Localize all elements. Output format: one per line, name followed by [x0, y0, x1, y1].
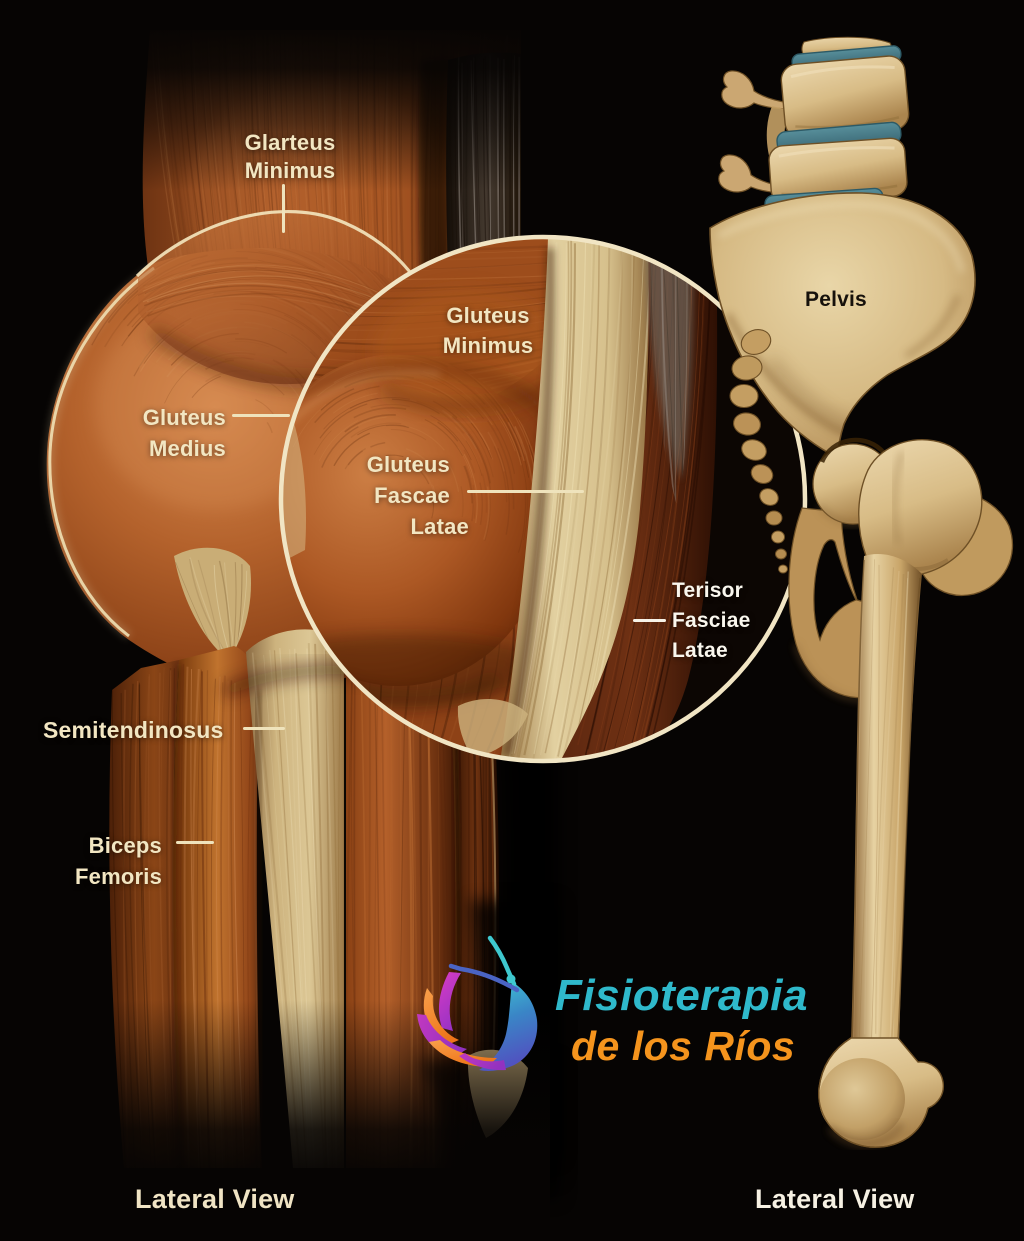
lumbar-vertebrae	[709, 36, 976, 460]
label-line: Fascae	[374, 483, 450, 508]
label-line: Gluteus	[366, 452, 450, 477]
inset-it-band	[500, 237, 655, 761]
label-tensor-fasciae-latae: Terisor Fasciae Latae	[672, 576, 750, 666]
caption-lateral-view-right: Lateral View	[755, 1184, 914, 1215]
label-inset-gluteus-minimus: Gluteus Minimus	[438, 301, 538, 361]
label-line: Gluteus	[446, 303, 530, 328]
label-semitendinosus: Semitendinosus	[43, 715, 223, 745]
dancer-body	[479, 982, 538, 1071]
femur-condyle	[819, 1058, 905, 1140]
leader-inset-gluteus-fascae-latae	[467, 490, 584, 493]
label-line: Biceps	[88, 833, 162, 858]
bone-figure	[709, 36, 1014, 1148]
label-line: Terisor	[672, 579, 744, 602]
label-line: Medius	[149, 436, 226, 461]
label-gluteus-minimus-outer: Glarteus Minimus	[237, 129, 343, 185]
label-line: Pelvis	[805, 288, 867, 311]
leader-biceps-femoris	[176, 841, 214, 844]
inset-gluteus-bulge	[281, 354, 550, 686]
femur-shaft	[851, 554, 922, 1042]
ribbon-blade-1	[438, 972, 461, 1031]
inset-border	[278, 234, 808, 764]
label-line: Fasciae	[672, 609, 751, 632]
ribbon-blade-5	[459, 1053, 506, 1071]
sacrum-chain	[729, 329, 788, 574]
ribbon-blade-3	[417, 1014, 467, 1058]
leader-gluteus-minimus-outer	[282, 184, 285, 233]
logo-icon	[417, 935, 538, 1071]
label-biceps-femoris: Biceps Femoris	[56, 830, 162, 892]
label-line: Latae	[672, 639, 728, 662]
label-line: Femoris	[75, 864, 162, 889]
tendon-patch	[174, 547, 252, 660]
label-line: Minimus	[442, 333, 534, 358]
label-line: Minimus	[244, 158, 336, 183]
label-line: Glarteus	[244, 130, 336, 155]
logo-text-line1: Fisioterapia	[555, 971, 808, 1021]
label-line: Gluteus	[142, 405, 226, 430]
logo-word: de los Ríos	[571, 1023, 796, 1069]
label-line: Semitendinosus	[43, 717, 224, 743]
label-gluteus-medius: Gluteus Medius	[118, 402, 226, 464]
logo-word: Fisioterapia	[555, 971, 808, 1020]
label-line: Latae	[410, 514, 469, 539]
inset-circle	[278, 234, 808, 764]
caption-lateral-view-left: Lateral View	[135, 1184, 294, 1215]
caption-text: Lateral View	[135, 1184, 295, 1214]
caption-text: Lateral View	[755, 1184, 915, 1214]
leader-gluteus-medius	[232, 414, 290, 417]
label-pelvis: Pelvis	[805, 285, 867, 315]
logo-text-line2: de los Ríos	[571, 1023, 795, 1070]
leader-tensor-fasciae-latae	[633, 619, 666, 622]
leader-semitendinosus	[243, 727, 285, 730]
label-inset-gluteus-fascae-latae: Gluteus Fascae Latae	[352, 449, 469, 542]
